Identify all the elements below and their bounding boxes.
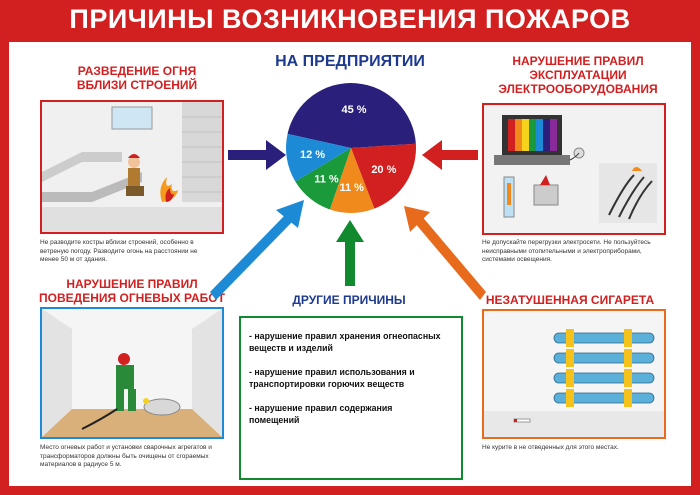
fire-title-line2: ВБЛИЗИ СТРОЕНИЙ xyxy=(76,78,198,92)
poster-title: ПРИЧИНЫ ВОЗНИКНОВЕНИЯ ПОЖАРОВ xyxy=(69,4,631,34)
center-title: НА ПРЕДПРИЯТИИ xyxy=(275,53,425,70)
electric-caption-line1: Не допускайте перегрузки электросети. Не… xyxy=(482,239,651,246)
cigarette-section-title: НЕЗАТУШЕННАЯ СИГАРЕТА xyxy=(485,293,655,307)
other-item-3: - нарушение правил содержания помещений xyxy=(249,402,453,426)
pie-slice-4 xyxy=(295,148,351,210)
electric-section-title: НАРУШЕНИЕ ПРАВИЛ ЭКСПЛУАТАЦИИ ЭЛЕКТРООБО… xyxy=(478,54,678,96)
other-causes-list: - нарушение правил хранения огнеопасных … xyxy=(239,316,463,480)
other-item-2-line1: - нарушение правил использования и xyxy=(249,367,415,377)
pie-label-2: 20 % xyxy=(371,164,396,176)
fire-caption-line2: ветреную погоду. Разводите огонь на расс… xyxy=(40,247,198,255)
pie-slice-3 xyxy=(329,148,375,213)
pie-chart: 45 % 20 % 11 %11 % 12 % xyxy=(286,83,416,213)
fire-caption-line1: Не разводите костры вблизи строений, осо… xyxy=(40,239,194,246)
electric-caption-line3: системами освещения. xyxy=(482,256,552,263)
electric-caption: Не допускайте перегрузки электросети. Не… xyxy=(482,239,672,265)
pie-slice-5 xyxy=(286,133,351,182)
pie-label-5: 12 % xyxy=(300,149,325,161)
pie-slice-2 xyxy=(351,143,416,209)
pie-slice-1 xyxy=(287,83,416,148)
other-item-3-line1: - нарушение правил содержания xyxy=(249,403,393,413)
other-item-2-line2: транспортировки горючих веществ xyxy=(249,379,405,389)
electric-title-line2: ЭКСПЛУАТАЦИИ xyxy=(529,68,627,82)
fire-illustration xyxy=(40,100,224,234)
welding-illustration xyxy=(40,307,224,439)
pie-label-4: 11 % xyxy=(314,173,339,185)
electric-illustration xyxy=(482,103,666,235)
fire-section-title: РАЗВЕДЕНИЕ ОГНЯ ВБЛИЗИ СТРОЕНИЙ xyxy=(52,64,222,92)
pie-label-1: 45 % xyxy=(341,104,366,116)
welding-title-line2: ПОВЕДЕНИЯ ОГНЕВЫХ РАБОТ xyxy=(39,291,225,305)
fire-title-line1: РАЗВЕДЕНИЕ ОГНЯ xyxy=(77,64,197,78)
welding-caption-line2: трансформаторов должны быть очищены от с… xyxy=(40,452,209,460)
welding-title-line1: НАРУШЕНИЕ ПРАВИЛ xyxy=(66,277,198,291)
other-item-1-line2: веществ и изделий xyxy=(249,343,333,353)
other-item-3-line2: помещений xyxy=(249,415,300,425)
electric-title-line1: НАРУШЕНИЕ ПРАВИЛ xyxy=(512,54,644,68)
welding-caption: Место огневых работ и установки сварочны… xyxy=(40,444,230,470)
electric-title-line3: ЭЛЕКТРООБОРУДОВАНИЯ xyxy=(498,82,658,96)
other-item-1-line1: - нарушение правил хранения огнеопасных xyxy=(249,331,441,341)
welding-section-title: НАРУШЕНИЕ ПРАВИЛ ПОВЕДЕНИЯ ОГНЕВЫХ РАБОТ xyxy=(32,277,232,305)
other-section-title: ДРУГИЕ ПРИЧИНЫ xyxy=(292,293,406,307)
fire-caption-line3: менее 50 м от здания. xyxy=(40,256,108,263)
welding-caption-line1: Место огневых работ и установки сварочны… xyxy=(40,444,212,451)
cigarette-caption: Не курите в не отведенных для этого мест… xyxy=(482,444,619,451)
electric-caption-line2: неисправными отопительными и электроприб… xyxy=(482,247,642,255)
other-item-2: - нарушение правил использования и транс… xyxy=(249,366,453,390)
other-item-1: - нарушение правил хранения огнеопасных … xyxy=(249,330,453,354)
cigarette-illustration xyxy=(482,309,666,439)
pie-label-3: 11 % xyxy=(339,182,364,194)
welding-caption-line3: материалов в радиусе 5 м. xyxy=(40,461,122,468)
fire-caption: Не разводите костры вблизи строений, осо… xyxy=(40,239,220,265)
